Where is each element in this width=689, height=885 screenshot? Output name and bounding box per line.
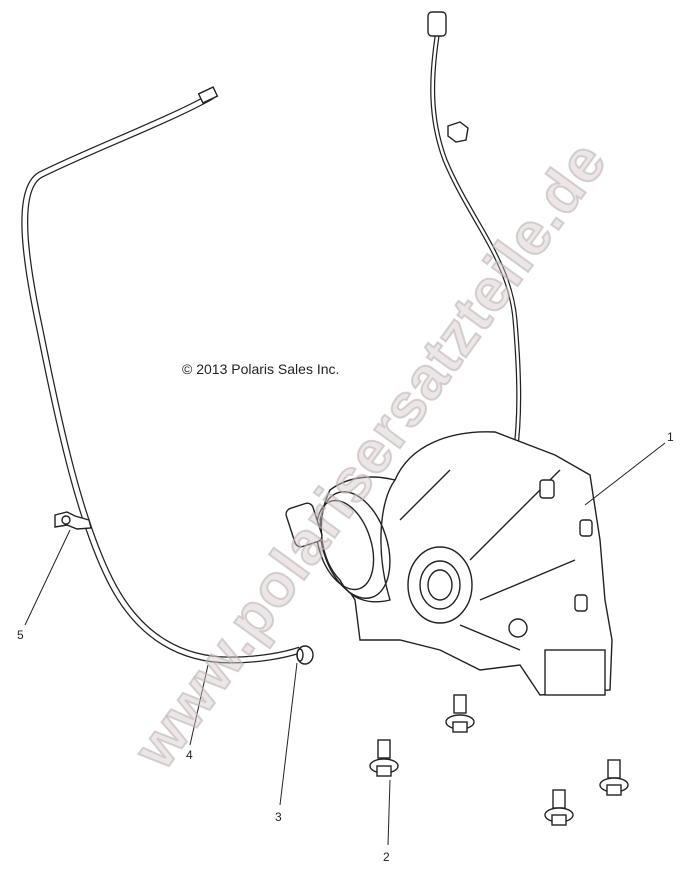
bolts: [369, 694, 629, 826]
leader-lines: [24, 442, 666, 846]
callout-3: 3: [275, 810, 282, 824]
copyright-text: © 2013 Polaris Sales Inc.: [182, 361, 340, 377]
bolt: [544, 789, 574, 826]
front-gearcase: [285, 431, 613, 696]
bolt: [445, 694, 475, 733]
callout-4: 4: [186, 748, 193, 762]
callout-5: 5: [17, 628, 24, 642]
bolt: [369, 739, 399, 777]
callout-2: 2: [383, 850, 390, 864]
breather-hose: [21, 86, 302, 664]
hose-clamp: [296, 645, 314, 665]
hose-clip: [54, 511, 92, 530]
sensor-harness: [427, 11, 522, 456]
callout-1: 1: [667, 430, 674, 444]
bolt: [599, 759, 629, 796]
